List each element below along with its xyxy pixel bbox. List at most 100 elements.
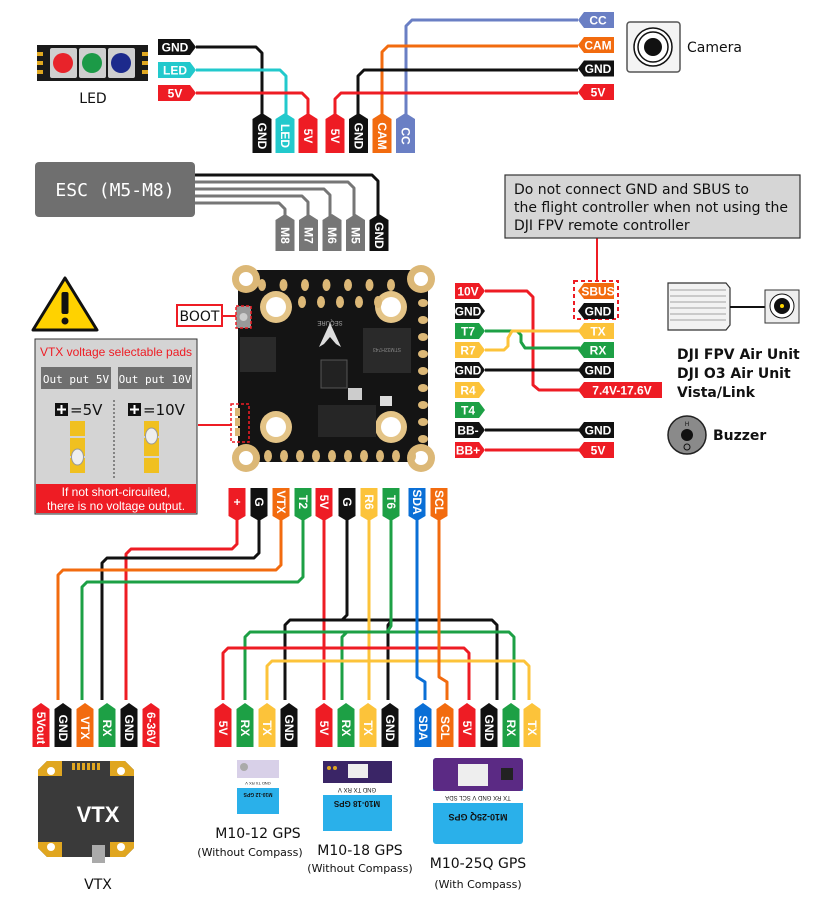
vtx-pads-box <box>34 338 198 515</box>
gps-m10-18-subtitle: (Without Compass) <box>307 862 412 875</box>
vtx-pads-eq-10v: =10V <box>143 401 186 419</box>
vtx-pin-tag <box>98 703 116 747</box>
boot-label: BOOT <box>180 309 220 325</box>
esc-board-tag <box>322 214 342 251</box>
gps-pin-tag-label: GND <box>282 715 296 742</box>
fc-bottom-pad <box>315 488 333 521</box>
fc-right-pad <box>455 283 485 299</box>
wire-esc-m8 <box>195 201 287 218</box>
fc-right-pad <box>455 442 485 458</box>
arrow-logo-icon <box>319 323 341 347</box>
board-pad <box>392 450 400 462</box>
dji-pin-tag-label: TX <box>590 325 605 339</box>
vtx-pads-footer-1: If not short-circuited, <box>62 485 171 499</box>
board-pad <box>418 316 428 324</box>
camera-board-tag <box>372 113 392 153</box>
fc-bottom-pad-label: SCL <box>432 490 446 514</box>
vtx-pin-tag <box>76 703 94 747</box>
led-blue-icon <box>111 53 131 73</box>
wire-gps-gnd-a <box>283 517 349 700</box>
fc-bottom-pad <box>430 488 448 521</box>
wire-esc-m7 <box>195 194 310 218</box>
board-brand: SEQURE <box>317 319 342 325</box>
dji-pin-tag-label: RX <box>590 344 607 358</box>
wire-cam-signal <box>380 44 578 118</box>
led-board-tag <box>252 113 272 153</box>
gps-m10-12-icon <box>237 760 279 814</box>
fc-bottom-pad-label: SDA <box>410 489 424 515</box>
gps-pin-tag-label: 5V <box>460 721 474 736</box>
board-pad <box>301 279 309 291</box>
fc-bottom-pad <box>338 488 356 521</box>
dji-pin-tag-label: GND <box>585 364 612 378</box>
dji-pin-tag-label: GND <box>585 305 612 319</box>
wire-vtx-rx <box>80 517 305 700</box>
gps-pin-tag-label: TX <box>525 720 539 735</box>
fc-right-pad-label: T4 <box>461 404 475 418</box>
fc-right-pad-label: R7 <box>460 344 476 358</box>
gps-pin-tag <box>258 703 276 747</box>
svg-text:H: H <box>685 422 689 428</box>
wire-cam-gnd <box>356 68 578 118</box>
board-pad <box>279 279 288 291</box>
camera-side-tag-label: GND <box>585 62 612 76</box>
fc-right-pad <box>455 402 485 418</box>
wire-led-gnd <box>196 45 264 118</box>
gps-m10-18-chip-pins: GND TX RX V <box>338 786 376 792</box>
buzzer-pin-tag <box>578 442 614 458</box>
board-pad <box>296 450 304 462</box>
led-board-tag <box>275 113 295 153</box>
board-pad <box>317 296 325 308</box>
board-pad <box>344 450 352 462</box>
wire-gps-5v-c <box>324 646 471 700</box>
wire-gps-rx-b <box>340 630 387 700</box>
fc-right-pad <box>455 303 485 319</box>
gps-m10-12-title: M10-12 GPS <box>215 826 301 842</box>
board-pad <box>328 450 336 462</box>
gps-pin-tag-label: SDA <box>416 715 430 741</box>
board-pad <box>418 384 428 392</box>
vtx-title: VTX <box>84 877 112 893</box>
board-pad <box>418 350 428 358</box>
gps-m10-25q-title: M10-25Q GPS <box>430 856 527 872</box>
gps-pin-tag-label: SCL <box>438 716 452 740</box>
fc-bottom-pad-label: T6 <box>384 495 398 509</box>
board-pad <box>344 279 352 291</box>
board-pad <box>418 401 428 409</box>
fc-right-pad <box>455 422 485 438</box>
board-pad <box>418 299 428 307</box>
vtx-module-icon <box>38 761 134 863</box>
vtx-pin-tag-label: 5Vout <box>34 712 48 744</box>
wire-gps-tx-a <box>265 659 369 700</box>
wire-gps-rx-c <box>387 630 516 700</box>
warning-note-line3: DJI FPV remote controller <box>514 218 690 234</box>
gps-pin-tag <box>359 703 377 747</box>
wires <box>56 18 598 700</box>
board-pad <box>280 450 288 462</box>
fc-bottom-pad <box>272 488 290 521</box>
wire-gps-5v-a <box>221 646 324 700</box>
vtx-pin-tag-label: 6-36V <box>144 712 158 744</box>
gps-pin-tag-label: GND <box>383 715 397 742</box>
buzzer-icon: H <box>667 415 707 455</box>
dji-pin-tag <box>578 362 614 378</box>
camera-board-tag <box>349 113 368 153</box>
gps-pin-tag <box>280 703 298 747</box>
board-pad <box>418 435 428 443</box>
wire-vtx-signal <box>56 517 283 700</box>
dji-pin-tag <box>578 382 662 398</box>
board-pad <box>258 279 266 291</box>
esc-box <box>35 162 195 217</box>
led-side-tag <box>158 39 196 55</box>
board-pad <box>360 450 368 462</box>
fc-bottom-pad-label: 5V <box>317 495 331 510</box>
gps-pin-tag <box>337 703 355 747</box>
boot-label-box <box>176 304 223 327</box>
fc-bottom-pad <box>250 488 268 521</box>
led-strip <box>37 45 148 81</box>
